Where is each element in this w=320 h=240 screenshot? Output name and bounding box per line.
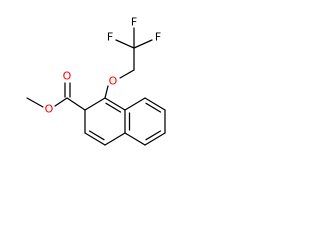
bond-c2-ccarbonyl — [66, 97, 86, 111]
structure-canvas: F F F O O O — [0, 0, 204, 174]
bond-ch2-oether — [119, 69, 135, 79]
bond-c5-c4a — [124, 132, 146, 146]
bond-oester-ch3 — [26, 97, 44, 108]
bond-c6-c5 — [144, 132, 166, 146]
atom-label-o-ether: O — [109, 75, 118, 88]
bond-c3-c4 — [84, 132, 106, 146]
bond-c8a-c8 — [124, 97, 146, 111]
bond-c8a-c1 — [104, 97, 126, 111]
bond-c8-c7 — [144, 97, 166, 111]
bonds — [26, 27, 166, 146]
atom-labels: F F F O O O — [45, 16, 162, 116]
bond-c-f-left — [115, 39, 135, 49]
atom-label-f-left: F — [107, 31, 113, 44]
bond-c3-c4-inner — [88, 130, 105, 141]
bond-c-f-right — [133, 39, 153, 49]
bond-cc-oester — [54, 97, 68, 107]
bond-c4-c4a — [104, 132, 126, 146]
molecule-diagram: F F F O O O — [26, 16, 166, 146]
atom-label-f-right: F — [155, 31, 161, 44]
bond-c1-c2 — [84, 97, 106, 111]
bond-c8a-c1-inner — [105, 102, 122, 113]
bond-oether-c1 — [104, 85, 109, 99]
bond-c8-c7-inner — [145, 102, 162, 113]
atom-label-o-ester: O — [45, 103, 54, 116]
atom-label-f-top: F — [131, 16, 137, 29]
bond-c6-c5-inner — [145, 130, 162, 141]
atom-label-o-carbonyl: O — [63, 70, 72, 83]
